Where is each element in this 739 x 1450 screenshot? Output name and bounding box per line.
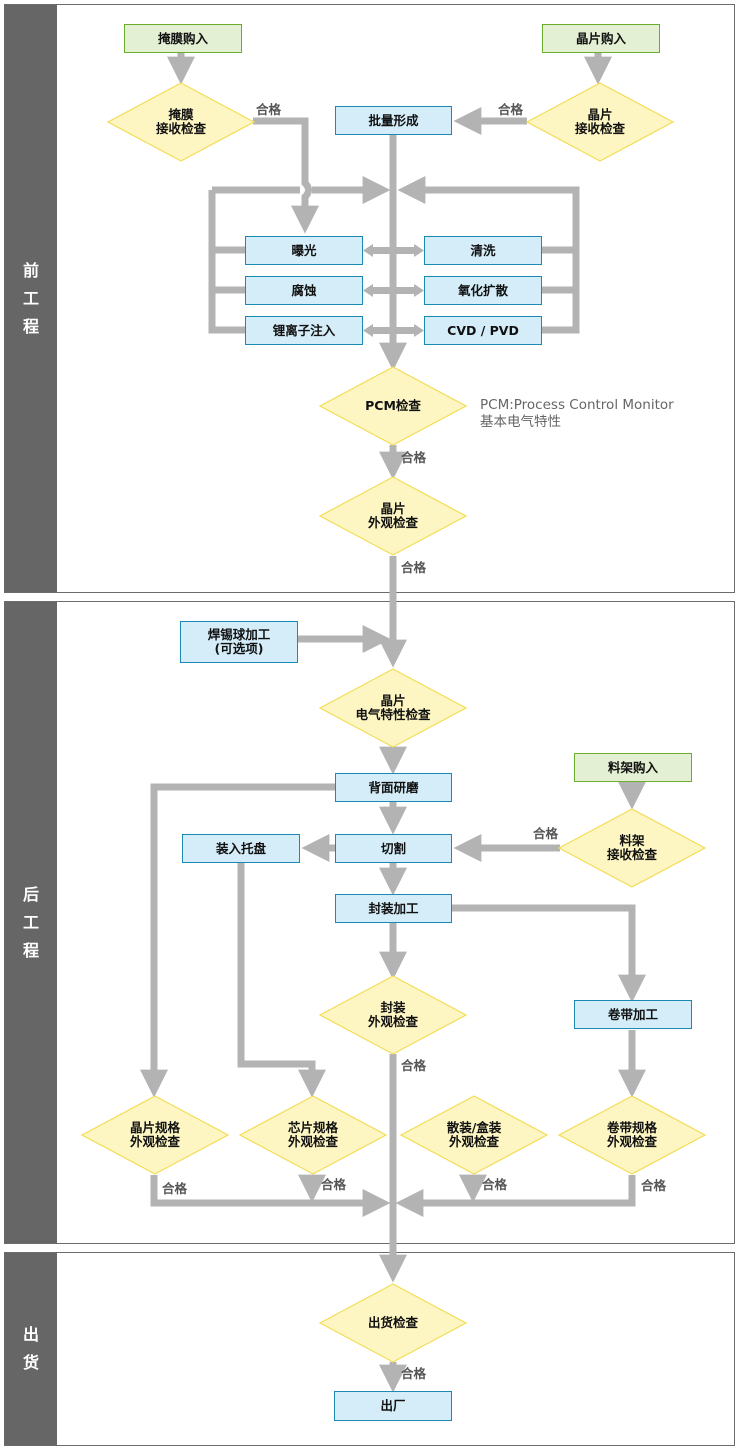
tray-loading-box: 装入托盘 <box>182 834 300 863</box>
tape-spec-inspection-diamond: 卷带规格外观检查 <box>558 1095 706 1175</box>
section-label-back: 后 工 程 <box>5 602 57 1243</box>
wafer-receive-inspection-diamond: 晶片接收检查 <box>526 82 674 162</box>
pass-label-shipping: 合格 <box>401 1366 427 1381</box>
package-visual-inspection-diamond: 封装外观检查 <box>319 975 467 1055</box>
mask-purchase-box: 掩膜购入 <box>124 24 242 53</box>
cvd-pvd-box: CVD / PVD <box>424 316 542 345</box>
packaging-box: 封装加工 <box>335 894 452 923</box>
back-grinding-box: 背面研磨 <box>335 773 452 802</box>
lot-formation-box: 批量形成 <box>335 106 452 135</box>
factory-out-box: 出厂 <box>334 1391 452 1421</box>
wafer-visual-inspection-diamond: 晶片外观检查 <box>319 476 467 556</box>
pass-label-wafer-visual: 合格 <box>401 560 427 575</box>
pass-label-pcm: 合格 <box>401 450 427 465</box>
bulk-box-inspection-diamond: 散装/盒装外观检查 <box>400 1095 548 1175</box>
shipping-inspection-diamond: 出货检查 <box>319 1283 467 1363</box>
exposure-box: 曝光 <box>245 236 363 265</box>
pcm-note: PCM:Process Control Monitor 基本电气特性 <box>480 397 674 430</box>
wafer-purchase-box: 晶片购入 <box>542 24 660 53</box>
dicing-box: 切割 <box>335 834 452 863</box>
ion-implant-box: 锂离子注入 <box>245 316 363 345</box>
bidirectional-arrows <box>363 236 424 346</box>
oxidation-diffusion-box: 氧化扩散 <box>424 276 542 305</box>
pass-label-wafer: 合格 <box>498 102 524 117</box>
cleaning-box: 清洗 <box>424 236 542 265</box>
pass-label-mask: 合格 <box>256 102 282 117</box>
pass-label-wafer-spec: 合格 <box>162 1181 188 1196</box>
pass-label-bulk: 合格 <box>482 1177 508 1192</box>
leadframe-inspection-diamond: 料架接收检查 <box>558 808 706 888</box>
leadframe-purchase-box: 料架购入 <box>574 753 692 782</box>
chip-spec-inspection-diamond: 芯片规格外观检查 <box>239 1095 387 1175</box>
pass-label-package: 合格 <box>401 1058 427 1073</box>
taping-box: 卷带加工 <box>574 1000 692 1029</box>
solder-ball-box: 焊锡球加工(可选项) <box>180 621 298 663</box>
pcm-inspection-diamond: PCM检查 <box>319 366 467 446</box>
mask-inspection-diamond: 掩膜接收检查 <box>107 82 255 162</box>
section-label-front: 前 工 程 <box>5 5 57 592</box>
pass-label-tape-spec: 合格 <box>641 1178 667 1193</box>
pass-label-chip-spec: 合格 <box>321 1177 347 1192</box>
section-label-shipping: 出 货 <box>5 1253 57 1445</box>
etching-box: 腐蚀 <box>245 276 363 305</box>
pass-label-leadframe: 合格 <box>533 826 559 841</box>
wafer-spec-inspection-diamond: 晶片规格外观检查 <box>81 1095 229 1175</box>
wafer-electrical-inspection-diamond: 晶片电气特性检查 <box>319 668 467 748</box>
